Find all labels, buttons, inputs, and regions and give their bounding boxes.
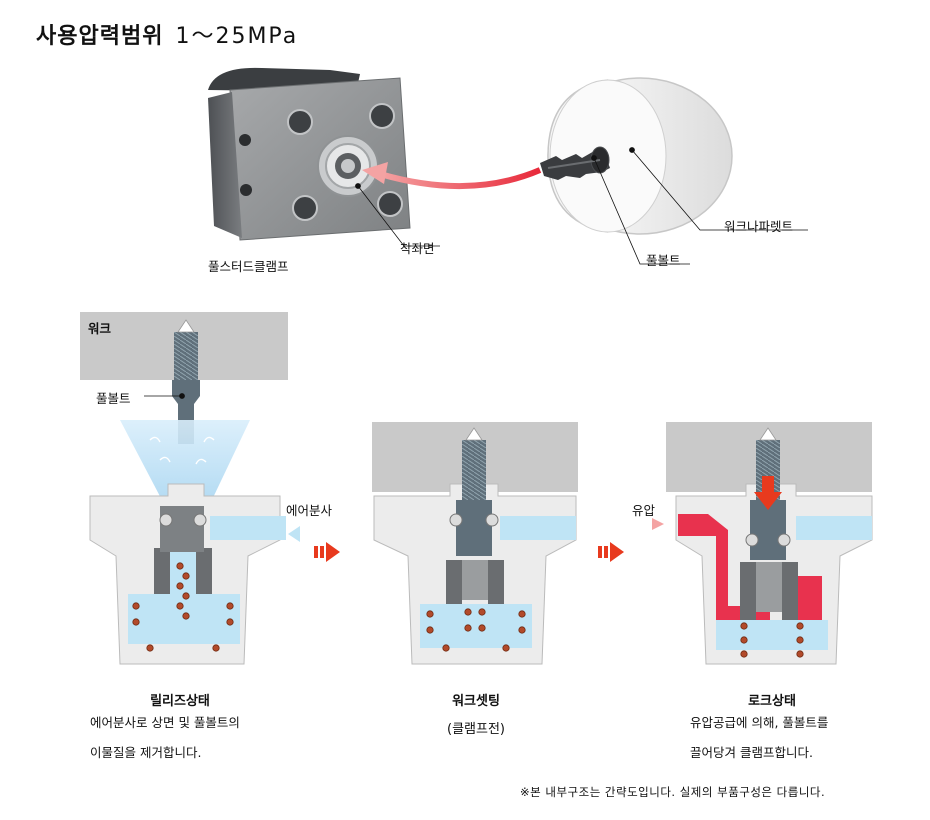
label-seat-surface: 착좌면 [400,241,435,256]
footnote: ※본 내부구조는 간략도입니다. 실제의 부품구성은 다릅니다. [520,785,826,799]
panel-leaders [144,393,185,399]
pull-stud-clamp-illustration [208,67,411,241]
callout-leaders [355,147,808,265]
label-pull-bolt: 풀볼트 [646,253,681,268]
step-3-desc-line-2: 끌어당겨 클램프합니다. [690,745,813,760]
panel-work-setting [372,422,578,665]
pressure-range: 1〜25MPa [175,24,299,49]
panel-release-state [80,312,300,665]
label-panel-pull-bolt: 풀볼트 [96,391,131,406]
label-clamp: 풀스터드클램프 [208,259,289,274]
label-work: 워크 [88,321,112,336]
label-hydraulic: 유압 [632,503,656,518]
clamp-down-arrow [754,476,782,510]
step-1-desc-line-1: 에어분사로 상면 및 풀볼트의 [90,715,240,730]
step-arrow-1 [314,542,340,562]
step-3-title: 로크상태 [748,694,796,709]
air-swirl-marks [149,436,215,465]
step-1-desc-line-2: 이물질을 제거합니다. [90,745,202,760]
page-title: 사용압력범위 1〜25MPa [36,18,298,50]
step-arrow-2 [598,542,624,562]
label-air-blow: 에어분사 [286,503,333,518]
title-main: 사용압력범위 [36,24,164,49]
work-pallet-illustration [547,77,733,235]
transfer-arrow [379,167,542,190]
step-2-subtitle: (클램프전) [447,722,505,737]
step-3-desc-line-1: 유압공급에 의해, 풀볼트를 [690,715,829,730]
panel-lock-state [652,422,873,665]
step-2-title: 워크셋팅 [452,694,500,709]
transfer-arrowhead [362,162,388,184]
label-work-pallet: 워크나파렛트 [724,219,794,234]
step-1-title: 릴리즈상태 [150,694,210,709]
